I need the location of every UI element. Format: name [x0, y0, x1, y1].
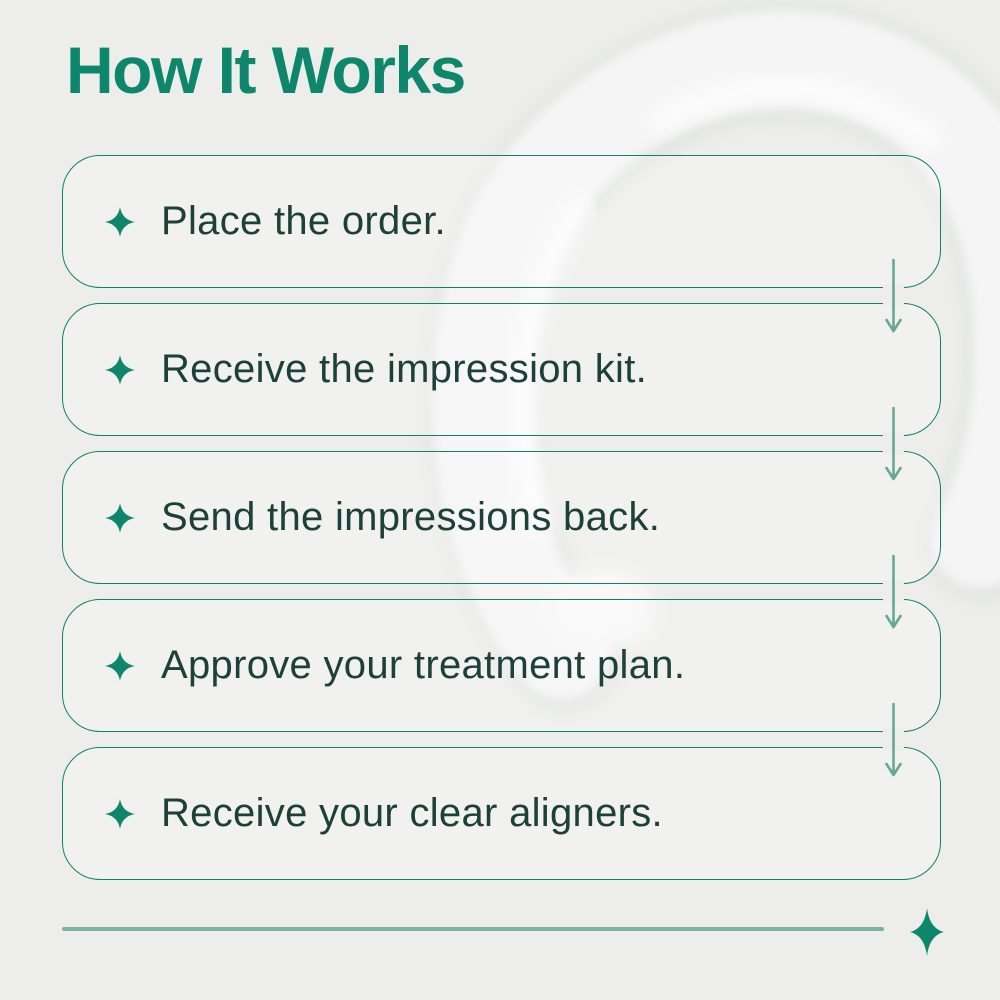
sparkle-icon [105, 206, 135, 237]
step-label: Receive your clear aligners. [161, 791, 663, 835]
sparkle-icon [105, 354, 135, 385]
step-label: Place the order. [161, 199, 446, 243]
step-card: Approve your treatment plan. [62, 599, 941, 732]
sparkle-icon [105, 502, 135, 533]
step-label: Send the impressions back. [161, 495, 661, 539]
page-title: How It Works [66, 33, 466, 107]
arrow-down-icon [885, 702, 902, 777]
footer-divider-line [62, 927, 884, 931]
sparkle-icon [910, 908, 944, 956]
arrow-down-icon [885, 554, 902, 629]
arrow-down-icon [885, 258, 902, 333]
step-card: Send the impressions back. [62, 451, 941, 584]
step-card: Receive your clear aligners. [62, 747, 941, 880]
arrow-down-icon [885, 406, 902, 481]
step-card: Place the order. [62, 155, 941, 288]
step-label: Approve your treatment plan. [161, 643, 686, 687]
sparkle-icon [105, 798, 135, 829]
step-label: Receive the impression kit. [161, 347, 648, 391]
step-card: Receive the impression kit. [62, 303, 941, 436]
sparkle-icon [105, 650, 135, 681]
